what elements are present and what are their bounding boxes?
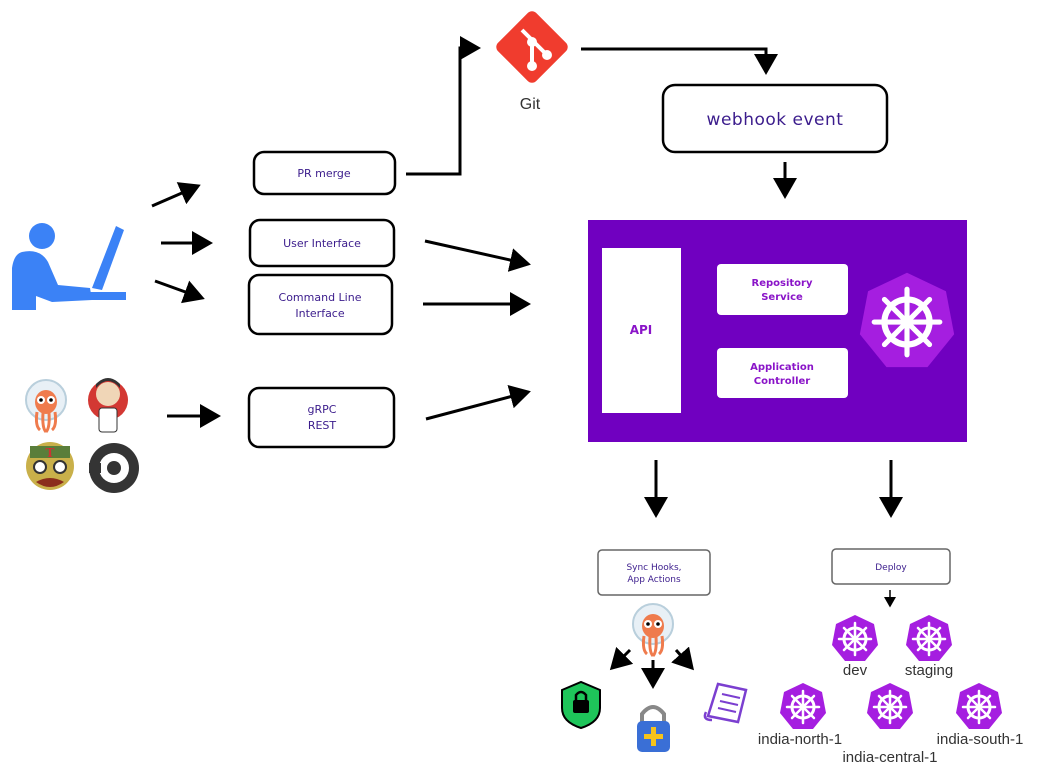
circleci-icon (89, 443, 139, 493)
arrow-pr-to-git (406, 36, 481, 176)
grpc-label-line1: gRPC (308, 403, 337, 416)
cli-label-line2: Interface (295, 307, 344, 320)
arrow-grpc-to-api (425, 385, 531, 421)
sync-hooks-line1: Sync Hooks, (626, 563, 681, 573)
cli-label-line1: Command Line (279, 291, 362, 304)
pr-merge-label: PR merge (297, 167, 351, 180)
user-interface-box: User Interface (248, 218, 396, 268)
arrow-octopus-to-shield (609, 646, 634, 671)
api-box (602, 248, 681, 413)
argo-octopus-icon (24, 378, 68, 434)
cluster-dev-label: dev (843, 662, 868, 679)
user-at-computer-icon (12, 223, 126, 310)
webhook-event-box: webhook event (661, 83, 889, 154)
deploy-label: Deploy (875, 563, 907, 573)
travis-icon: T (26, 442, 74, 490)
git-label: Git (520, 96, 541, 113)
application-controller-line1: Application (750, 362, 814, 373)
repository-service-line2: Service (761, 292, 803, 303)
deploy-box: Deploy (831, 548, 951, 585)
cluster-india-north-1-icon (778, 681, 828, 731)
argo-octopus-icon (631, 602, 675, 658)
user-interface-label: User Interface (283, 237, 361, 250)
grpc-label-line2: REST (308, 419, 337, 432)
document-scroll-icon (703, 682, 748, 724)
jenkins-icon (88, 378, 128, 433)
shield-lock-icon (561, 680, 601, 730)
pr-merge-box: PR merge (252, 150, 397, 196)
sync-hooks-box: Sync Hooks, App Actions (597, 549, 711, 596)
arrow-octopus-to-document (671, 646, 694, 671)
cluster-india-south-1-icon (954, 681, 1004, 731)
cluster-india-north-1-label: india-north-1 (758, 731, 842, 748)
arrow-user-to-cli (154, 279, 205, 304)
git-icon (496, 11, 568, 83)
repository-service-box (717, 264, 848, 315)
cluster-dev-icon (830, 613, 880, 663)
arrow-git-to-webhook (581, 47, 778, 75)
cluster-india-central-1-icon (865, 681, 915, 731)
svg-text:T: T (46, 446, 55, 460)
padlock-plus-icon (637, 705, 670, 752)
application-controller-box (717, 348, 848, 398)
cluster-india-south-1-label: india-south-1 (937, 731, 1024, 748)
cluster-staging-icon (904, 613, 954, 663)
application-controller-line2: Controller (754, 376, 811, 387)
cli-box: Command Line Interface (247, 273, 394, 336)
repository-service-line1: Repository (752, 278, 813, 289)
api-label: API (630, 323, 653, 337)
cluster-staging-label: staging (905, 662, 953, 679)
webhook-event-label: webhook event (707, 110, 844, 130)
arrow-ui-to-api (424, 239, 531, 272)
cluster-india-central-1-label: india-central-1 (842, 749, 937, 766)
argocd-panel: API Repository Service Application Contr… (588, 220, 967, 442)
sync-hooks-line2: App Actions (627, 575, 681, 585)
grpc-box: gRPC REST (247, 386, 396, 449)
arrow-user-to-pr (151, 182, 201, 208)
